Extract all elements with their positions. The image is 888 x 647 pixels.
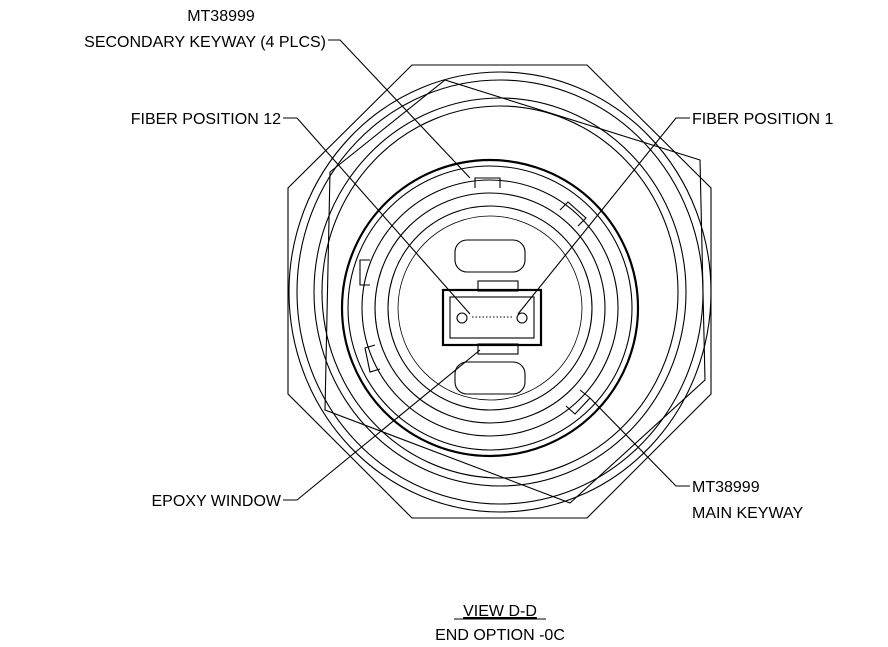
secondary-keyway-tabs: [359, 177, 587, 373]
epoxy-window-label: EPOXY WINDOW: [152, 493, 282, 510]
leader-secondary-keyway: [328, 39, 471, 179]
leader-fiber-position-1: [517, 117, 690, 315]
leader-epoxy-window: [283, 349, 481, 501]
main-keyway-part-label: MT38999: [692, 479, 760, 496]
guide-pin-left: [456, 312, 468, 324]
hex-nut-outline: [287, 64, 712, 519]
outer-rings: [288, 71, 712, 513]
upper-slot: [454, 239, 526, 273]
lower-slot: [454, 361, 526, 395]
secondary-keyway-label: SECONDARY KEYWAY (4 PLCS): [84, 34, 326, 51]
coupling-rings: [340, 158, 640, 458]
ferrule-top-tab: [477, 280, 519, 292]
view-title: VIEW D-D: [463, 603, 537, 620]
fiber-position-12-label: FIBER POSITION 12: [131, 111, 281, 128]
mt-ferrule-inner: [449, 296, 535, 339]
main-keyway-tab: [565, 389, 591, 415]
leader-main-keyway: [589, 397, 690, 487]
guide-pin-right: [516, 312, 528, 324]
fiber-position-1-label: FIBER POSITION 1: [692, 111, 833, 128]
secondary-keyway-part-label: MT38999: [187, 8, 255, 25]
mt-ferrule-outer: [441, 288, 543, 347]
leader-fiber-position-12: [283, 117, 471, 315]
ferrule-bottom-tab: [477, 343, 519, 355]
main-keyway-label: MAIN KEYWAY: [692, 505, 803, 522]
view-subtitle: END OPTION -0C: [435, 627, 565, 644]
